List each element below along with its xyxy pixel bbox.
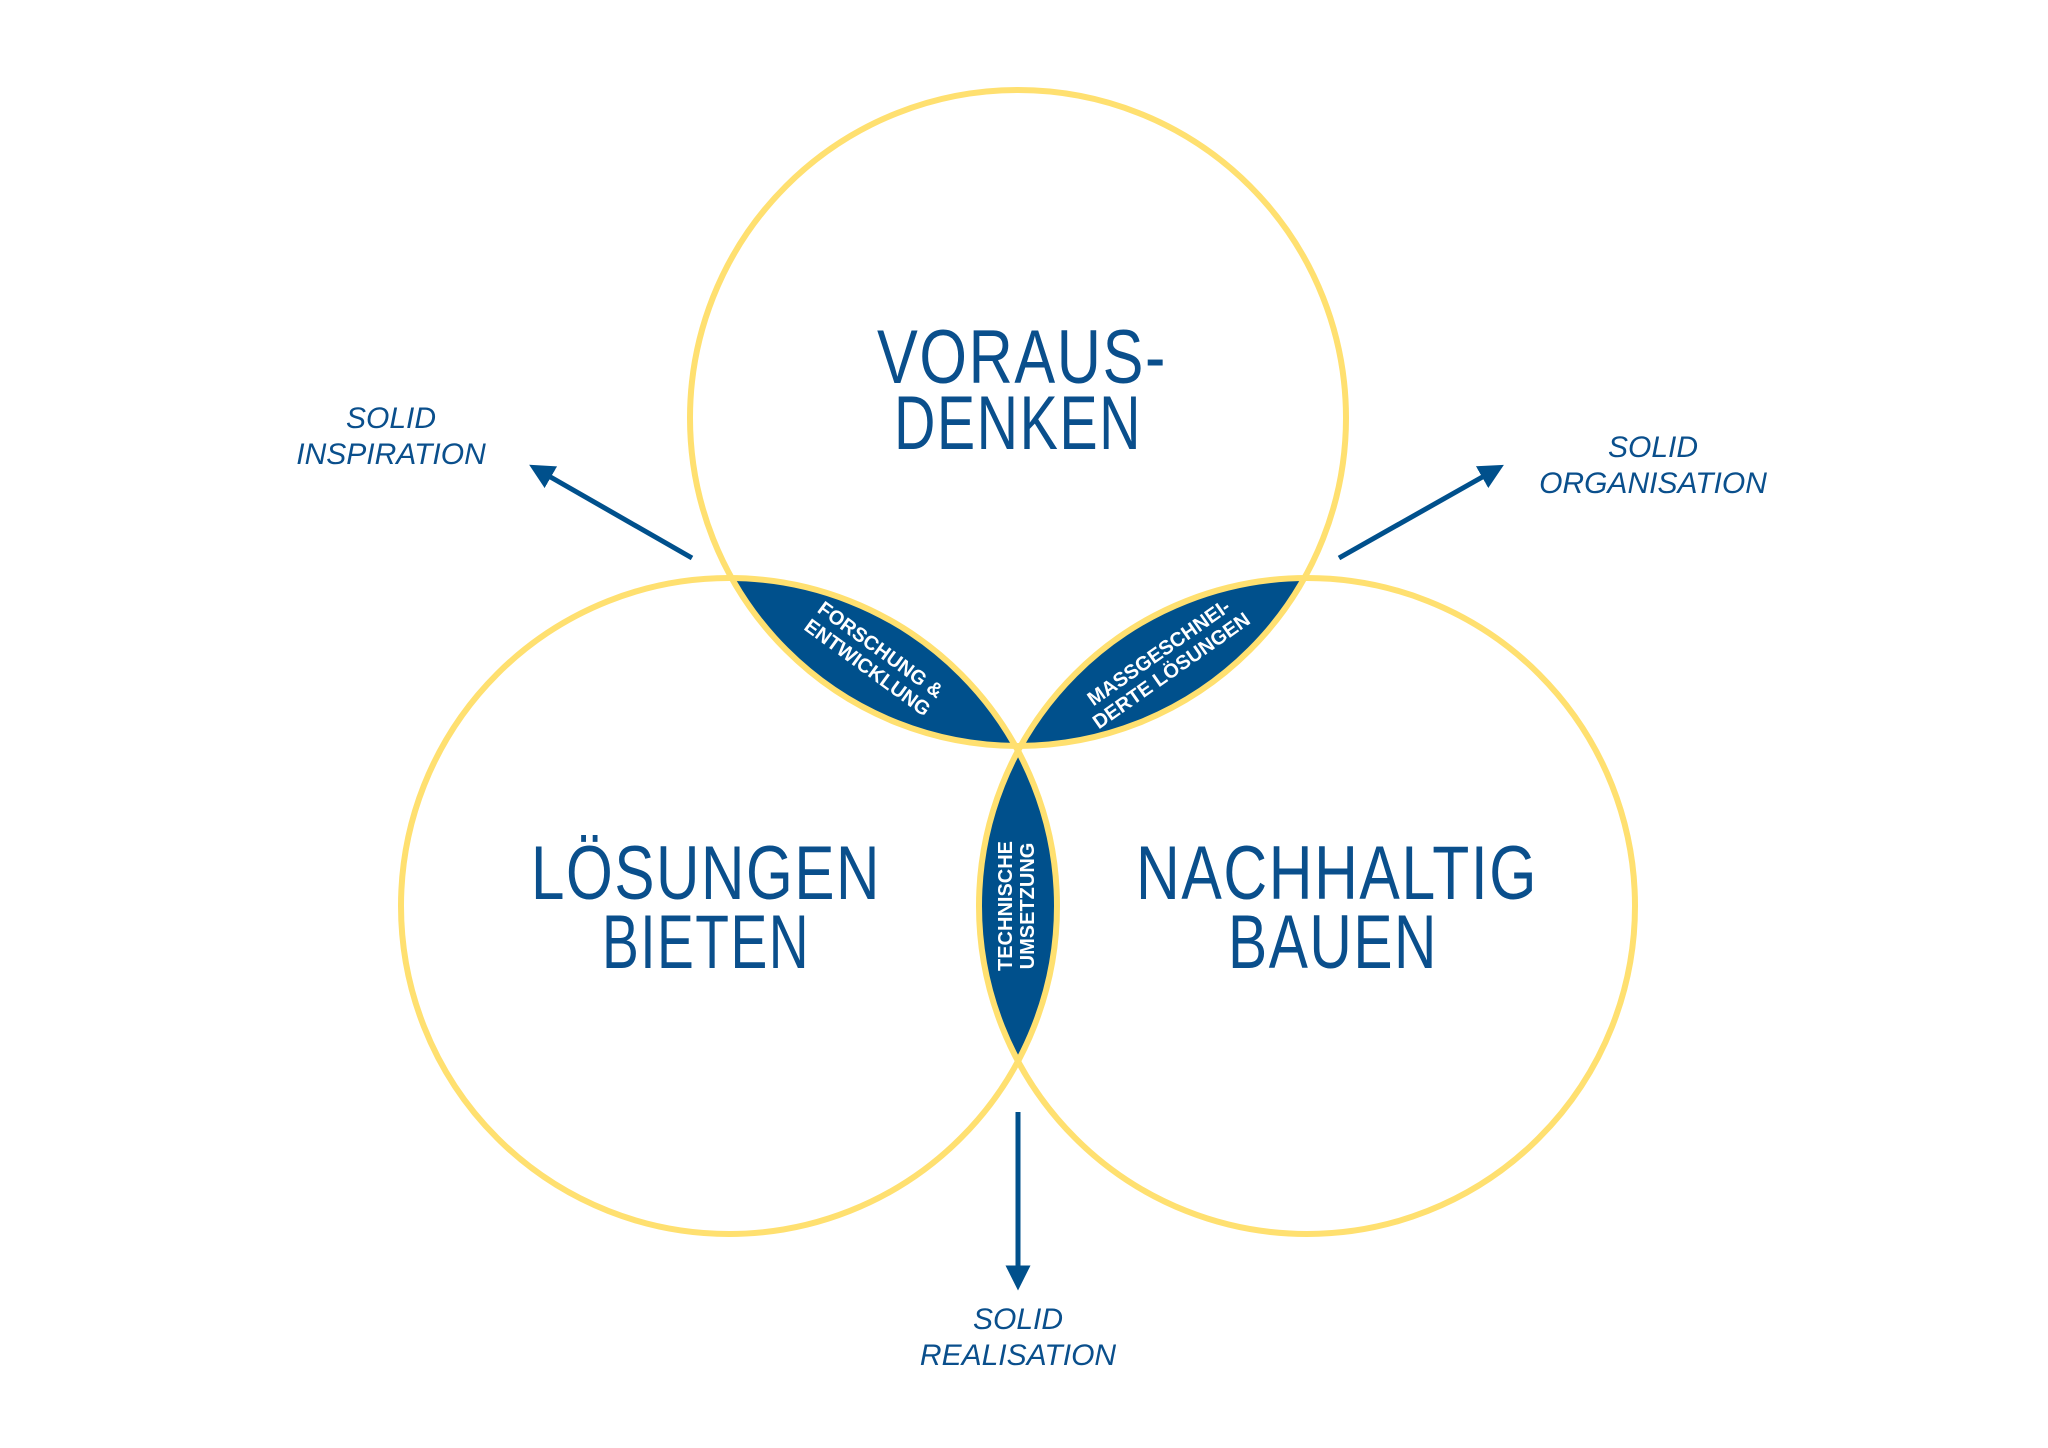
circle-top-line2: DENKEN	[894, 381, 1142, 466]
circle-right-line1: NACHHALTIG	[1136, 831, 1538, 916]
circle-left	[398, 575, 1060, 1237]
arrow-organisation	[1337, 464, 1504, 561]
realisation-line1: SOLID	[973, 1303, 1063, 1336]
circle-left-line2: BIETEN	[602, 900, 810, 985]
arrow-inspiration	[529, 464, 694, 561]
organisation-line1: SOLID	[1608, 431, 1698, 464]
circle-right-line2: BAUEN	[1228, 900, 1438, 985]
lens-left-right-line1: TECHNISCHE	[995, 841, 1017, 971]
circle-right	[976, 575, 1638, 1237]
lens-left-right-line2: UMSETZUNG	[1017, 843, 1039, 970]
inspiration-line1: SOLID	[346, 402, 436, 435]
circle-top-line1: VORAUS-	[877, 315, 1167, 400]
organisation-line2: ORGANISATION	[1539, 467, 1767, 500]
inspiration-line2: INSPIRATION	[296, 438, 486, 471]
realisation-line2: REALISATION	[920, 1339, 1116, 1372]
circle-left-line1: LÖSUNGEN	[531, 831, 881, 916]
